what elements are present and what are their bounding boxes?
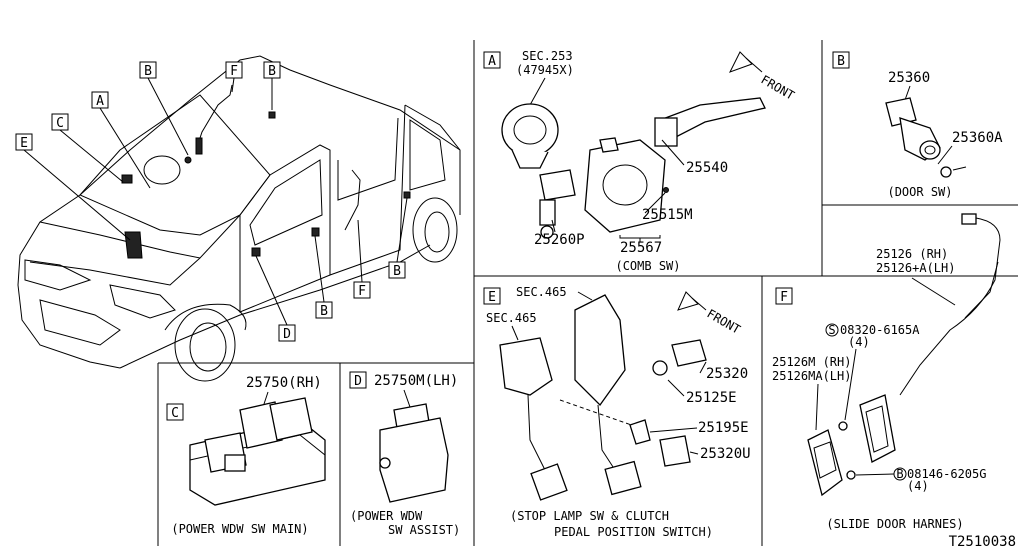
svg-text:B: B (320, 304, 328, 319)
svg-text:25540: 25540 (686, 160, 728, 176)
svg-text:FRONT: FRONT (759, 72, 797, 102)
svg-text:(4): (4) (907, 479, 929, 493)
front-arrow-a: FRONT (728, 51, 797, 103)
svg-text:(47945X): (47945X) (516, 63, 574, 77)
svg-text:25567: 25567 (620, 240, 662, 256)
svg-text:A: A (488, 54, 496, 69)
svg-text:SEC.465: SEC.465 (486, 311, 537, 325)
svg-text:SEC.253: SEC.253 (522, 49, 573, 63)
svg-text:25126MA(LH): 25126MA(LH) (772, 369, 851, 383)
front-arrow-e: FRONT (677, 291, 743, 337)
panel-c-power-window-main: C 25750(RH) (POWER WDW SW MAIN) (166, 375, 326, 536)
callout-b-top: B (139, 61, 157, 79)
callout-c: C (51, 113, 69, 131)
svg-text:(COMB SW): (COMB SW) (615, 259, 680, 273)
svg-text:A: A (96, 94, 104, 109)
svg-text:08146-6205G: 08146-6205G (907, 467, 986, 481)
svg-text:25260P: 25260P (534, 232, 585, 248)
svg-text:25125E: 25125E (686, 390, 737, 406)
svg-text:F: F (230, 64, 238, 79)
callout-f-top: F (225, 61, 243, 79)
callout-b-rear: B (388, 261, 406, 279)
svg-text:(SLIDE DOOR HARNES): (SLIDE DOOR HARNES) (826, 517, 963, 531)
panel-d-power-window-assist: D 25750M(LH) (POWER WDW SW ASSIST) (349, 371, 460, 537)
panel-a-comb-switch: A SEC.253 (47945X) FRONT 25540 255 (483, 49, 797, 273)
callout-e: E (15, 133, 33, 151)
diagram-code: T2510038 (949, 534, 1016, 550)
svg-text:SW ASSIST): SW ASSIST) (388, 523, 460, 537)
svg-text:F: F (358, 284, 366, 299)
svg-text:25750M(LH): 25750M(LH) (374, 373, 458, 389)
svg-text:25515M: 25515M (642, 207, 693, 223)
svg-text:25750(RH): 25750(RH) (246, 375, 322, 391)
svg-text:B: B (393, 264, 401, 279)
panel-e-stop-lamp-switch: E SEC.465 SEC.465 FRONT 25320 25125E 251 (483, 285, 751, 539)
svg-text:25320U: 25320U (700, 446, 751, 462)
vehicle-overview: B F B A C E D B (15, 55, 461, 382)
panel-b-door-switch: B 25360 25360A (DOOR SW) (832, 51, 1003, 199)
svg-text:S: S (828, 323, 835, 337)
svg-text:08320-6165A: 08320-6165A (840, 323, 920, 337)
svg-text:(4): (4) (848, 335, 870, 349)
svg-text:E: E (488, 290, 496, 305)
panel-f-slide-door-harness: F 25126 (RH) 25126+A(LH) S 08320-6165A (… (772, 213, 1001, 531)
svg-text:C: C (56, 116, 64, 131)
svg-text:D: D (354, 374, 362, 389)
svg-text:B: B (144, 64, 152, 79)
callout-a: A (91, 91, 109, 109)
svg-text:(DOOR SW): (DOOR SW) (887, 185, 952, 199)
callout-b-roof: B (263, 61, 281, 79)
svg-text:(POWER WDW: (POWER WDW (350, 509, 423, 523)
svg-text:25360A: 25360A (952, 130, 1003, 146)
svg-text:FRONT: FRONT (705, 306, 743, 336)
svg-text:25195E: 25195E (698, 420, 749, 436)
svg-text:25360: 25360 (888, 70, 930, 86)
svg-text:25320: 25320 (706, 366, 748, 382)
svg-text:B: B (837, 54, 845, 69)
svg-text:25126 (RH): 25126 (RH) (876, 247, 948, 261)
svg-text:B: B (268, 64, 276, 79)
svg-text:25126+A(LH): 25126+A(LH) (876, 261, 955, 275)
svg-text:25126M (RH): 25126M (RH) (772, 355, 851, 369)
svg-text:C: C (171, 406, 179, 421)
svg-text:E: E (20, 136, 28, 151)
svg-text:B: B (896, 467, 903, 481)
callout-f-door: F (353, 281, 371, 299)
callout-d: D (278, 324, 296, 342)
svg-text:(STOP LAMP SW & CLUTCH: (STOP LAMP SW & CLUTCH (510, 509, 669, 523)
svg-text:(POWER WDW SW MAIN): (POWER WDW SW MAIN) (171, 522, 308, 536)
callout-b-door: B (315, 301, 333, 319)
svg-text:PEDAL POSITION SWITCH): PEDAL POSITION SWITCH) (554, 525, 713, 539)
panel-dividers (157, 40, 1018, 546)
svg-text:F: F (780, 290, 788, 305)
svg-text:SEC.465: SEC.465 (516, 285, 567, 299)
svg-text:D: D (283, 327, 291, 342)
